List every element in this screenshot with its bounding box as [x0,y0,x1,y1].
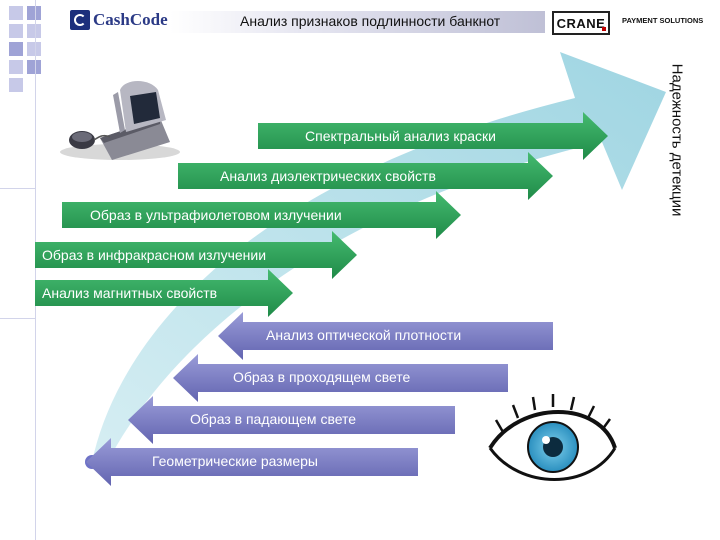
arrow-uv-image [62,191,461,239]
left-tick-line [0,318,36,319]
banknote-detector-icon [60,81,180,160]
label-incident-light: Образ в падающем свете [190,411,357,427]
label-optical-density: Анализ оптической плотности [266,327,462,343]
page-title: Анализ признаков подлинности банкнот [240,13,501,29]
eye-arrows [86,312,553,486]
cashcode-logo: CashCode [70,8,168,32]
decorative-squares [0,0,60,520]
left-divider-line [35,0,36,540]
left-tick-line [0,188,36,189]
arrow-transmitted-light [173,354,508,402]
reliability-arrow [92,52,666,465]
cashcode-logo-mark [70,10,90,30]
header-bar [170,11,545,33]
machine-arrows [35,112,608,317]
crane-logo-text: CRANE [556,15,606,31]
arrow-magnetic-analysis [35,269,293,317]
detection-reliability-label: Надежность детекции [668,63,686,217]
label-ir-image: Образ в инфракрасном излучении [42,247,267,263]
label-spectral-analysis: Спектральный анализ краски [305,128,496,144]
arrow-geometric-size [86,438,418,486]
crane-logo: CRANE [552,11,610,35]
cashcode-logo-text: CashCode [93,10,168,29]
label-magnetic-analysis: Анализ магнитных свойств [42,285,218,301]
label-dielectric-analysis: Анализ диэлектрических свойств [220,168,436,184]
arrow-optical-density [218,312,553,360]
crane-logo-dot [602,27,606,31]
label-geometric-size: Геометрические размеры [152,453,318,469]
eye-icon [488,394,617,481]
payment-solutions-text: PAYMENT SOLUTIONS [622,16,704,25]
side-label-container: Надежность детекции [666,40,688,240]
label-transmitted-light: Образ в проходящем свете [233,369,411,385]
arrow-dielectric-analysis [178,152,553,200]
arrow-spectral-analysis [258,112,608,160]
label-uv-image: Образ в ультрафиолетовом излучении [90,207,342,223]
arrow-ir-image [35,231,357,279]
arrow-incident-light [128,396,455,444]
